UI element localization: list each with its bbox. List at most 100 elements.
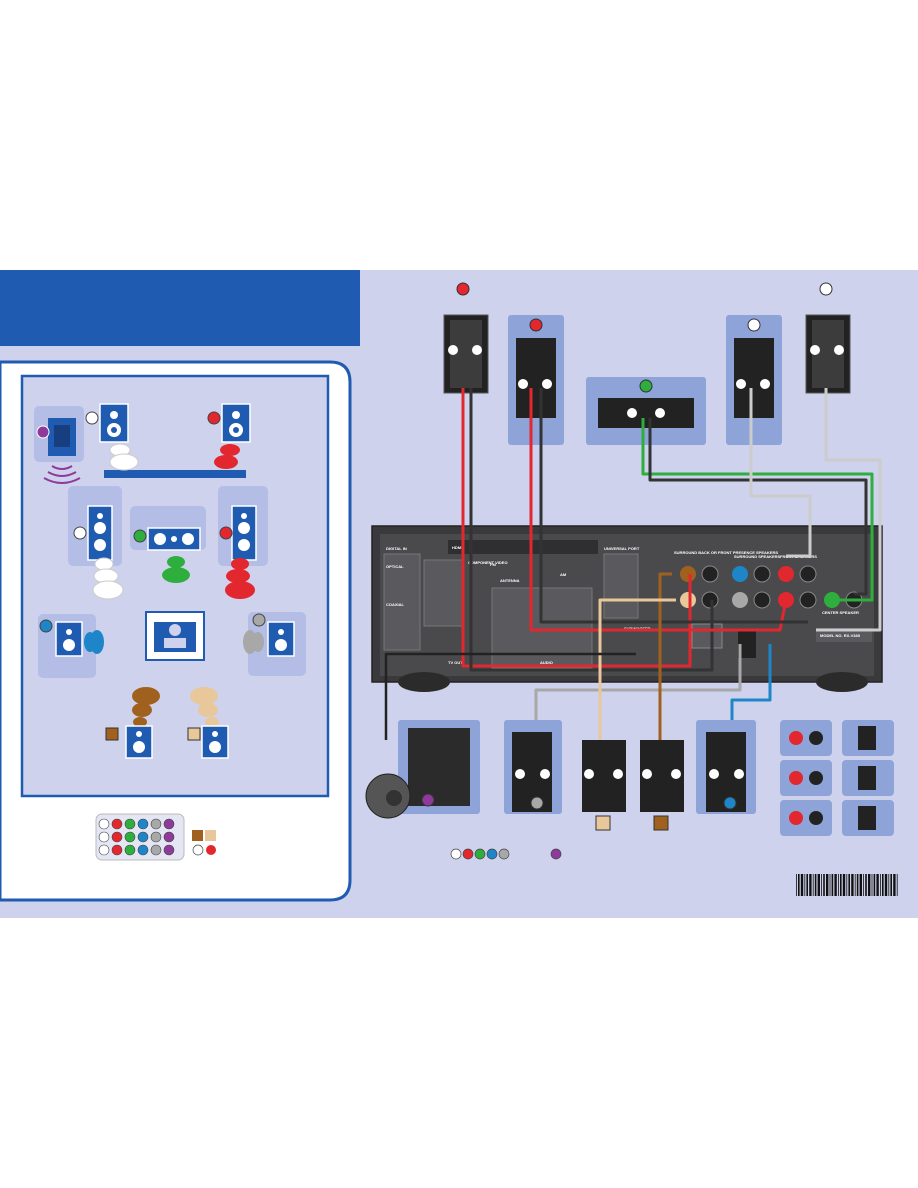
label-chip	[150, 831, 162, 843]
label-chip	[98, 818, 110, 830]
tv-screen	[104, 470, 246, 478]
barcode-bar	[863, 874, 864, 896]
label-chip	[150, 844, 162, 856]
barcode-bar	[888, 874, 890, 896]
label-center-speaker: CENTER SPEAKER	[822, 610, 859, 615]
speaker-front-right	[508, 315, 564, 445]
label-chip	[98, 831, 110, 843]
barcode-bar	[814, 874, 817, 896]
barcode-bar	[851, 874, 854, 896]
barcode-bar	[882, 874, 884, 896]
legend-chip	[462, 848, 474, 860]
legend-chip	[498, 848, 510, 860]
subwoofer-unit: LINE INPUT	[365, 720, 480, 819]
layout-subwoofer	[34, 406, 84, 484]
surround-terminals	[732, 565, 771, 609]
label-chip	[124, 844, 136, 856]
label-chip	[163, 831, 175, 843]
barcode-bar	[876, 874, 879, 896]
legend-chip	[550, 848, 562, 860]
label-hdmi: HDMI	[452, 545, 462, 550]
layout-presence-left	[68, 486, 124, 600]
label-audio: AUDIO	[540, 660, 553, 665]
barcode-bar	[893, 874, 896, 896]
label-chip	[124, 831, 136, 843]
layout-center	[130, 506, 206, 583]
label-surround-back: SURROUND BACK OR FRONT PRESENCE SPEAKERS	[674, 550, 778, 555]
barcode-bar	[809, 874, 812, 896]
barcode-bar	[840, 874, 842, 896]
label-component-video: COMPONENT VIDEO	[468, 560, 508, 565]
barcode-bar	[831, 874, 834, 896]
barcode-bar	[846, 874, 848, 896]
label-chip	[163, 844, 175, 856]
barcode-bar	[848, 874, 850, 896]
speaker-presence-brown	[640, 740, 684, 831]
label-chip	[98, 844, 110, 856]
barcode-bar	[880, 874, 881, 896]
color-legend	[450, 848, 562, 860]
barcode-bar	[859, 874, 862, 896]
label-chip	[137, 831, 149, 843]
barcode-bar	[856, 874, 859, 896]
label-chip	[137, 818, 149, 830]
barcode-bar	[873, 874, 876, 896]
layout-front-left	[85, 403, 139, 471]
barcode-bar	[865, 874, 867, 896]
barcode-bar	[800, 874, 804, 896]
speaker-presence-left	[805, 314, 851, 394]
layout-surround-left	[38, 614, 104, 678]
label-tv-out: TV OUT	[448, 660, 463, 665]
barcode-bar	[842, 874, 846, 896]
barcode-bar	[821, 874, 822, 896]
label-chip	[163, 818, 175, 830]
barcode-bar	[829, 874, 831, 896]
label-antenna: ANTENNA	[500, 578, 520, 583]
barcode	[796, 874, 898, 896]
barcode-bar	[804, 874, 806, 896]
layout-presence-right	[218, 486, 268, 599]
barcode-bar	[798, 874, 800, 896]
label-chip	[137, 844, 149, 856]
barcode-bar	[854, 874, 856, 896]
title-bar	[0, 270, 360, 346]
speaker-surround-left	[696, 720, 756, 814]
layout-presence-tan	[187, 687, 229, 759]
cable-label-chart	[95, 813, 216, 861]
speaker-center	[586, 377, 706, 445]
label-chip	[111, 818, 123, 830]
marker-front-right-presence	[456, 282, 470, 296]
legend-chip	[486, 848, 498, 860]
layout-surround-right	[243, 612, 306, 676]
label-coaxial: COAXIAL	[386, 602, 405, 607]
barcode-bar	[868, 874, 871, 896]
layout-presence-brown	[105, 687, 160, 759]
label-chip	[111, 831, 123, 843]
receiver-rear-panel	[371, 525, 883, 692]
label-universal-port: UNIVERSAL PORT	[604, 546, 640, 551]
legend-chip	[450, 848, 462, 860]
barcode-bar	[834, 874, 837, 896]
speaker-front-left	[726, 315, 782, 445]
barcode-bar	[806, 874, 808, 896]
barcode-bar	[823, 874, 825, 896]
label-am: AM	[560, 572, 567, 577]
speaker-surround-right	[504, 720, 562, 814]
setup-diagram: DIGITAL IN OPTICAL COAXIAL COMPONENT VID…	[0, 270, 918, 918]
barcode-bar	[796, 874, 797, 896]
binding-post-steps	[780, 720, 894, 836]
model-number: MODEL NO. RX-V385	[820, 633, 861, 638]
quick-setup-sheet: DIGITAL IN OPTICAL COAXIAL COMPONENT VID…	[0, 270, 918, 918]
barcode-bar	[884, 874, 888, 896]
label-optical: OPTICAL	[386, 564, 404, 569]
barcode-bar	[817, 874, 820, 896]
marker-front-left-presence	[819, 282, 833, 296]
layout-listening-position	[145, 611, 205, 661]
speaker-presence-right	[443, 314, 489, 394]
barcode-bar	[896, 874, 898, 896]
barcode-bar	[826, 874, 829, 896]
barcode-bar	[812, 874, 814, 896]
layout-front-right	[207, 403, 251, 469]
speaker-presence-tan	[582, 740, 626, 831]
label-surround-speakers: SURROUND SPEAKERS	[734, 554, 781, 559]
